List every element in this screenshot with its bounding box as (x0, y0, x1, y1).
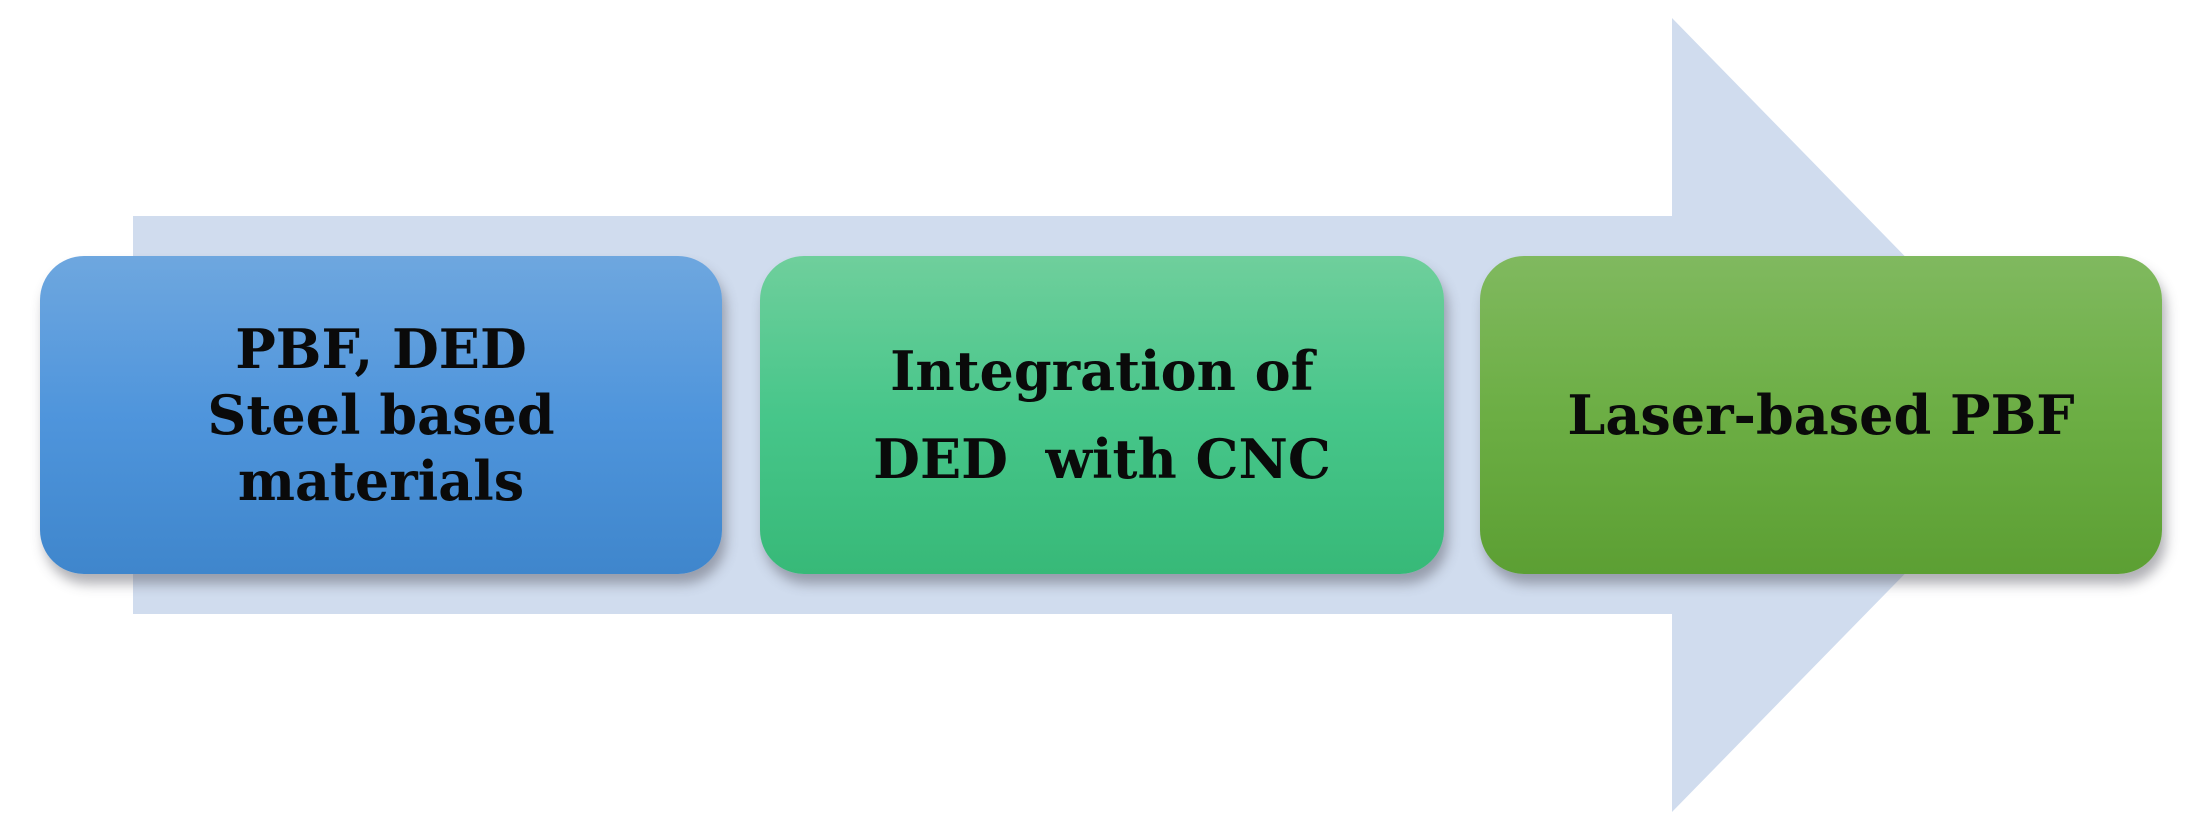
step-box-1: PBF, DED Steel based materials (40, 256, 722, 574)
step-1-line-2: Steel based (207, 383, 555, 447)
step-3-line-1: Laser-based PBF (1567, 383, 2075, 447)
step-2-line-2: DED with CNC (873, 427, 1331, 491)
step-box-3: Laser-based PBF (1480, 256, 2162, 574)
step-1-line-1: PBF, DED (235, 317, 527, 381)
step-2-line-1: Integration of (890, 339, 1314, 403)
step-1-line-3: materials (237, 449, 525, 513)
step-box-2: Integration of DED with CNC (760, 256, 1444, 574)
